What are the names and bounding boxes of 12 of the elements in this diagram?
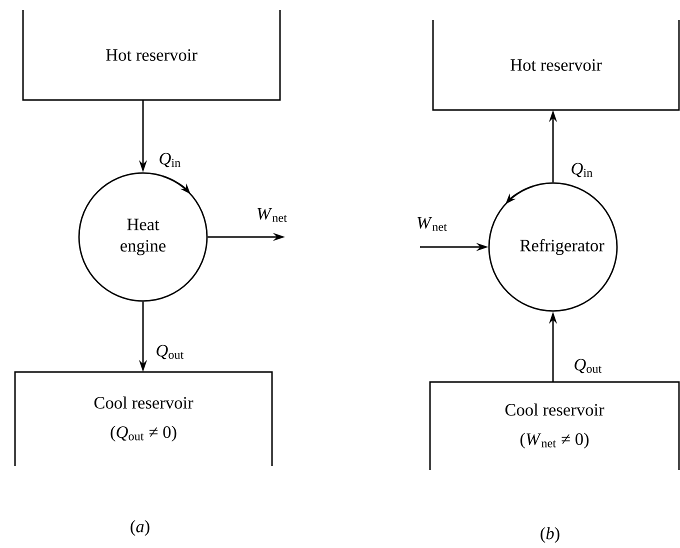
edge-label: W$_{net}$ [258,208,287,222]
edge-label: Q$_{out}$ [156,344,184,360]
edge-label: Q$_{in}$ [572,162,592,178]
reservoir-box: Hot reservoir [432,20,680,111]
edge-label: W$_{net}$ [418,217,447,231]
reservoir-box: Hot reservoir [22,10,281,101]
panel-label: (a) [130,520,150,536]
panel-label: (b) [540,527,560,543]
reservoir-box: Cool reservoir (W$_{net}$ ≠ 0) [429,381,680,470]
reservoir-box: Cool reservoir (Q$_{out}$ ≠ 0) [14,371,273,466]
edge-label: Q$_{out}$ [574,358,602,374]
edge-label: Q$_{in}$ [160,152,180,168]
